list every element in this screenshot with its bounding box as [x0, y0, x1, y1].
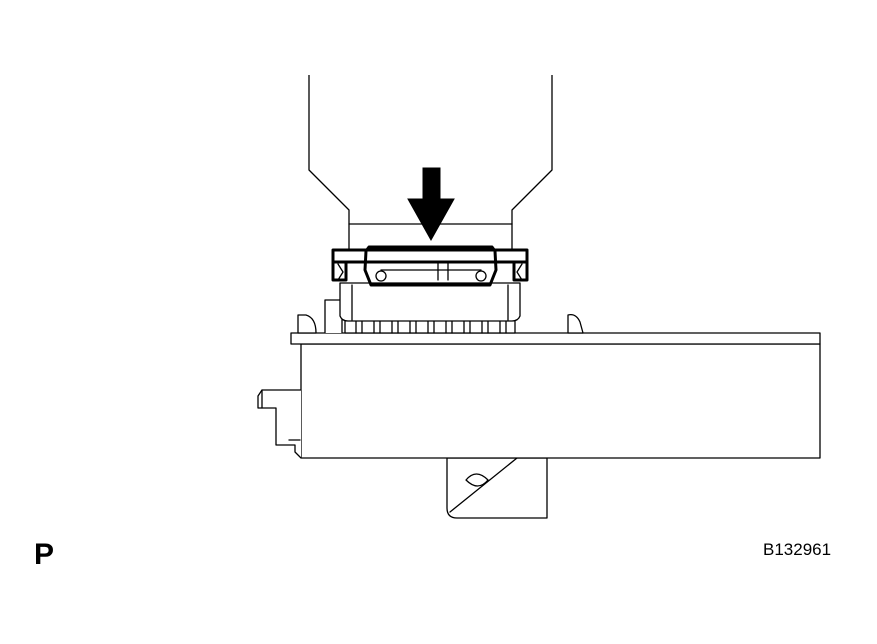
mounting-bracket [446, 457, 548, 519]
housing-clips [297, 299, 584, 334]
press-direction-arrow-icon [407, 167, 455, 242]
reference-code: B132961 [763, 540, 832, 559]
housing-body [257, 332, 821, 459]
corner-label: P [34, 538, 55, 571]
connector-cap [331, 245, 529, 287]
connector-body [339, 282, 521, 322]
